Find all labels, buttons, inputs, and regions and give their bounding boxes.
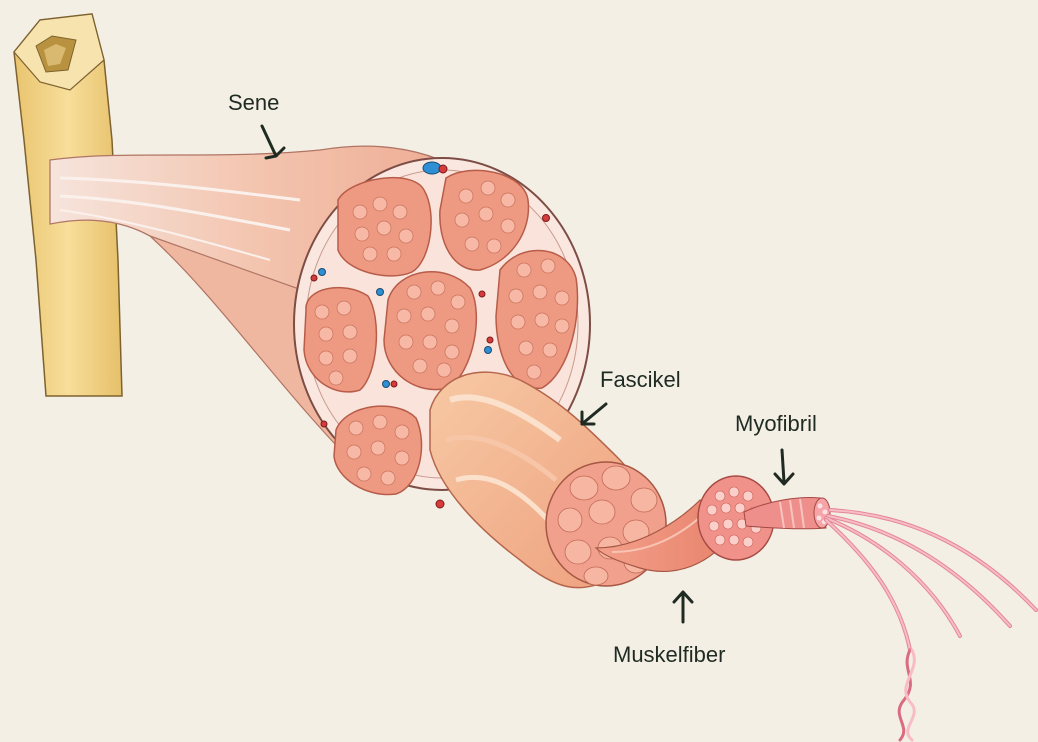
arrow-fascikel bbox=[582, 404, 606, 424]
arrow-myofibril bbox=[775, 450, 793, 484]
myofilaments bbox=[826, 510, 1036, 740]
label-myofibril: Myofibril bbox=[735, 411, 817, 437]
arrow-muskelfiber bbox=[674, 592, 692, 622]
label-fascikel: Fascikel bbox=[600, 367, 681, 393]
label-muskelfiber: Muskelfiber bbox=[613, 642, 725, 668]
label-sene: Sene bbox=[228, 90, 279, 116]
